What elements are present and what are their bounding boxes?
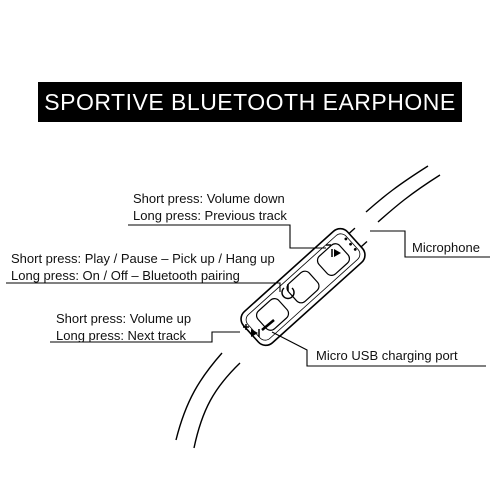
volume-up-icon	[243, 324, 260, 337]
leader-play	[6, 282, 281, 292]
play-short: Short press: Play / Pause – Pick up / Ha…	[11, 251, 275, 266]
usb-port-icon	[261, 319, 275, 331]
volume-down-short: Short press: Volume down	[133, 191, 285, 206]
cable-bottom	[175, 352, 223, 441]
mic-dot	[353, 247, 357, 251]
volume-down-button	[316, 243, 351, 276]
cable-bottom-edge	[193, 362, 241, 449]
microphone-label: Microphone	[412, 240, 480, 255]
usb-label: Micro USB charging port	[316, 348, 458, 363]
volume-up-button	[255, 298, 290, 331]
volume-down-icon	[326, 244, 341, 257]
volume-down-label: Short press: Volume down Long press: Pre…	[133, 190, 287, 224]
mic-dot	[349, 242, 352, 246]
leader-volume-down	[128, 224, 326, 249]
cable-top	[365, 165, 429, 213]
volume-up-label: Short press: Volume up Long press: Next …	[56, 310, 191, 344]
leader-microphone	[370, 230, 490, 258]
leader-usb	[271, 331, 486, 367]
power-icon	[281, 284, 295, 300]
title-banner: SPORTIVE BLUETOOTH EARPHONE	[38, 82, 462, 122]
play-label: Short press: Play / Pause – Pick up / Ha…	[11, 250, 275, 284]
volume-down-long: Long press: Previous track	[133, 208, 287, 223]
title-text: SPORTIVE BLUETOOTH EARPHONE	[44, 88, 456, 115]
leader-volume-up	[50, 331, 240, 343]
volume-up-short: Short press: Volume up	[56, 311, 192, 326]
play-long: Long press: On / Off – Bluetooth pairing	[11, 268, 240, 283]
cable-top-edge	[377, 174, 441, 223]
mic-dot	[344, 237, 348, 241]
volume-up-long: Long press: Next track	[56, 328, 187, 343]
